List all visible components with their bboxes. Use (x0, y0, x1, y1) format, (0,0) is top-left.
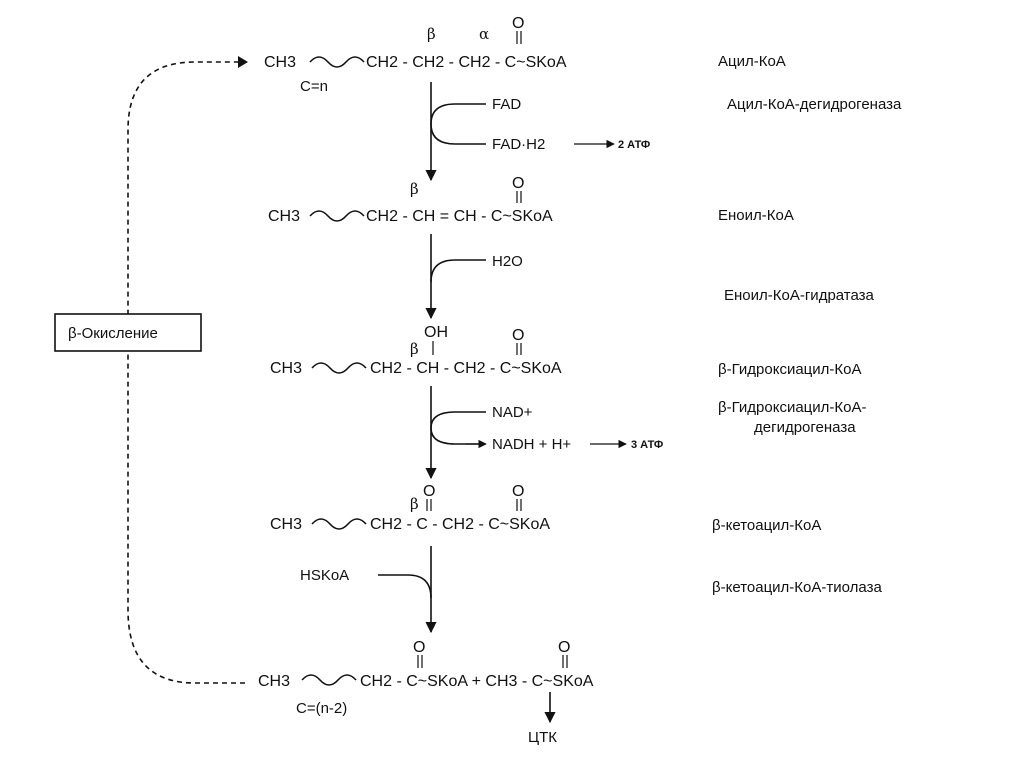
ch3-group: CH3 (264, 54, 296, 71)
acyl-coa-formula: CH3 C=n β α O CH2 - CH2 - CH2 - C~SKoA (264, 15, 567, 95)
beta-marker: β (410, 340, 419, 358)
ch3-group: CH3 (268, 208, 300, 225)
cycle-label-box (54, 313, 202, 352)
carbonyl-o: O (512, 15, 524, 32)
fadh2: FAD·H2 (492, 136, 545, 153)
hydroxyacyl-coa-formula: CH3 OH β O CH2 - CH - CH2 - C~SKoA (270, 324, 562, 377)
keto-o: O (423, 483, 435, 500)
carbon-count: C=(n-2) (296, 700, 347, 717)
enoyl-chain: CH2 - CH = CH - C~SKoA (366, 208, 553, 225)
nad: NAD+ (492, 404, 533, 421)
carbonyl-o: O (512, 327, 524, 344)
chain-wave (311, 518, 367, 530)
label-thiolase: β-кетоацил-КоА-тиолаза (712, 579, 882, 596)
label-ketoacyl-coa: β-кетоацил-КоА (712, 517, 821, 534)
hydroxyacyl-chain: CH2 - CH - CH2 - C~SKoA (370, 360, 562, 377)
ketoacyl-coa-formula: CH3 β O O CH2 - C - CH2 - C~SKoA (270, 483, 550, 533)
beta-marker: β (410, 180, 419, 198)
label-enoyl-coa: Еноил-КоА (718, 207, 794, 224)
hydroxyl-oh: OH (424, 324, 448, 341)
cycle-dashed-loop (127, 61, 245, 684)
nadh: NADH + H+ (492, 436, 571, 453)
chain-wave (311, 362, 367, 374)
carbonyl-o-2: O (558, 639, 570, 656)
chain-wave (301, 674, 357, 686)
water: H2O (492, 253, 523, 270)
label-acyl-dehydrogenase: Ацил-КоА-дегидрогеназа (727, 96, 902, 113)
cycle-arrowhead (238, 56, 248, 68)
cycle-label: β-Окисление (68, 325, 158, 342)
ch3-group: CH3 (270, 516, 302, 533)
carbon-count: C=n (300, 78, 328, 95)
chain-wave (309, 56, 365, 68)
ch3-group: CH3 (270, 360, 302, 377)
carbonyl-o: O (512, 175, 524, 192)
tca-cycle: ЦТК (528, 729, 557, 746)
carbonyl-o-1: O (413, 639, 425, 656)
hskoa-curve (378, 574, 432, 599)
label-hydroxyacyl-coa: β-Гидроксиацил-КоА (718, 361, 861, 378)
chain-wave (309, 210, 365, 222)
enoyl-coa-formula: CH3 β O CH2 - CH = CH - C~SKoA (268, 175, 553, 225)
atp3: 3 АТФ (631, 439, 663, 451)
label-enoyl-hydratase: Еноил-КоА-гидратаза (724, 287, 875, 304)
nad-curve (430, 411, 486, 445)
water-curve (430, 259, 486, 283)
fad-curve (430, 103, 486, 145)
label-acyl-coa: Ацил-КоА (718, 53, 786, 70)
carbonyl-o: O (512, 483, 524, 500)
label-hydroxyacyl-dehydrogenase-1: β-Гидроксиацил-КоА- (718, 399, 866, 416)
label-hydroxyacyl-dehydrogenase-2: дегидрогеназа (754, 419, 856, 436)
acyl-chain: CH2 - CH2 - CH2 - C~SKoA (366, 54, 567, 71)
atp2: 2 АТФ (618, 139, 650, 151)
ch3-group: CH3 (258, 673, 290, 690)
products-formula: CH3 C=(n-2) O O CH2 - C~SKoA + CH3 - C~S… (258, 639, 594, 746)
products-chain: CH2 - C~SKoA + CH3 - C~SKoA (360, 673, 594, 690)
ketoacyl-chain: CH2 - C - CH2 - C~SKoA (370, 516, 550, 533)
alpha-marker: α (479, 25, 489, 43)
fad: FAD (492, 96, 521, 113)
beta-marker: β (410, 495, 419, 513)
hskoa: HSKoA (300, 567, 349, 584)
beta-marker: β (427, 25, 436, 43)
